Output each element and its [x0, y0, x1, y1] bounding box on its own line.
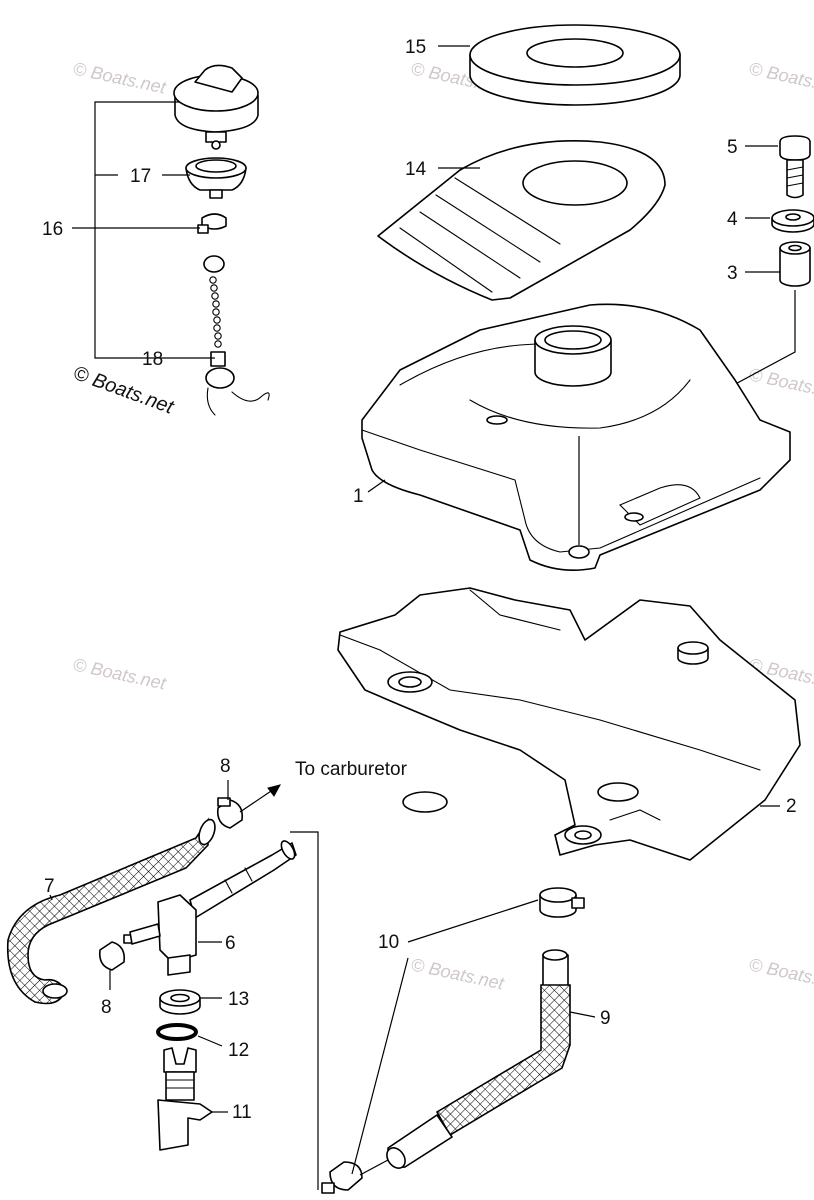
- part-1-fuel-tank: [361, 303, 791, 572]
- part-3-collar: [779, 241, 811, 287]
- watermark: © Boats.net: [747, 58, 814, 97]
- watermark: © Boats.net: [747, 954, 814, 993]
- callout-4: 4: [727, 209, 738, 230]
- watermark: © Boats.net: [409, 954, 506, 993]
- callout-leaders: [49, 45, 780, 1113]
- callout-15: 15: [405, 37, 426, 58]
- part-4-washer: [771, 209, 814, 233]
- arrow-to-carburetor: [239, 784, 281, 813]
- part-17-cap-gasket: [185, 157, 247, 199]
- callout-10: 10: [378, 932, 399, 953]
- part-2-tank-bracket: [337, 587, 801, 861]
- watermark: © Boats.net: [71, 58, 168, 97]
- watermark: © Boats.net: [71, 654, 168, 693]
- leaders-lower: [290, 831, 539, 1190]
- part-13-seal: [159, 989, 201, 1015]
- callout-9: 9: [600, 1008, 611, 1029]
- callout-2: 2: [786, 796, 797, 817]
- callout-17: 17: [130, 166, 151, 187]
- part-10-clip-top: [539, 887, 585, 918]
- to-carburetor-label: To carburetor: [295, 759, 408, 780]
- callout-7: 7: [44, 876, 55, 897]
- part-8-clip-top: [216, 797, 244, 829]
- callout-3: 3: [727, 263, 738, 284]
- part-clip: [197, 213, 227, 234]
- callout-12: 12: [228, 1040, 249, 1061]
- part-7-fuel-hose: [6, 817, 216, 1005]
- part-9-drain-hose: [386, 949, 571, 1169]
- part-18-retainer-cord: [203, 255, 270, 416]
- part-8-clip-bottom: [98, 934, 135, 971]
- callout-18: 18: [142, 349, 163, 370]
- watermark: © Boats.net: [747, 364, 814, 403]
- callout-13: 13: [228, 989, 249, 1010]
- callout-14: 14: [405, 159, 427, 180]
- callout-6: 6: [225, 933, 236, 954]
- callout-1: 1: [353, 486, 364, 507]
- part-11-strainer: [157, 1047, 213, 1151]
- callout-numbers: 1 2 3 4 5 6 7 8 8 9 10 11 12 13 14 15 16…: [42, 37, 797, 1123]
- callout-8-top: 8: [220, 756, 231, 777]
- callout-16: 16: [42, 219, 63, 240]
- copyright-mark: © Boats.net: [70, 362, 177, 419]
- part-16-fuel-cap: [173, 64, 259, 150]
- part-14-tank-pad: [377, 140, 666, 301]
- part-12-o-ring: [156, 1023, 198, 1041]
- callout-11: 11: [232, 1102, 252, 1123]
- callout-5: 5: [727, 137, 738, 158]
- part-10-clip-bottom: [321, 1161, 363, 1194]
- part-5-bolt: [779, 135, 811, 199]
- callout-8: 8: [101, 997, 112, 1018]
- bracket-16: [72, 101, 215, 359]
- leader-3-to-tank: [727, 290, 796, 389]
- part-6-fuel-cock: [129, 840, 297, 976]
- part-15-foam-ring: [469, 24, 681, 106]
